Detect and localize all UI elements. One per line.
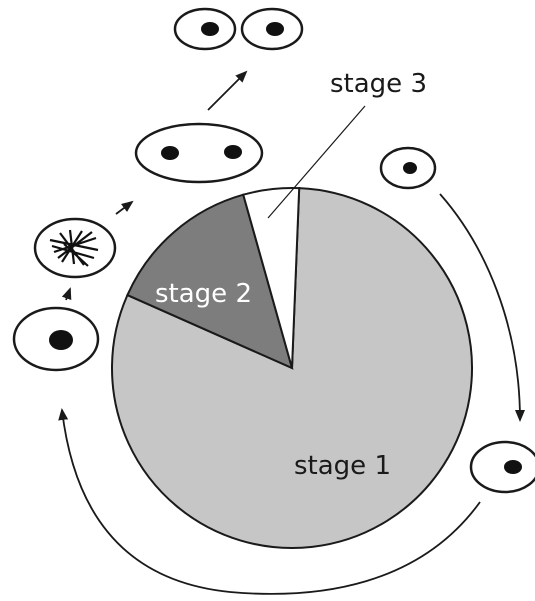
arrow-icon — [439, 193, 525, 422]
stage-3-label: stage 3 — [330, 69, 427, 99]
stage-1-label: stage 1 — [294, 451, 391, 481]
stage-2-label: stage 2 — [155, 279, 252, 309]
stage-3-leader-line — [267, 105, 366, 219]
pie-slice-stage-3 — [242, 187, 301, 369]
single-nucleus-cell-icon — [469, 440, 535, 494]
stage-pie-chart — [111, 187, 473, 549]
arrow-icon — [61, 287, 72, 301]
arrow-icon — [115, 200, 134, 215]
single-nucleus-cell-icon — [379, 146, 437, 190]
arrow-icon — [58, 408, 481, 595]
binucleate-cell-icon — [134, 122, 264, 184]
condensed-chromosome-cell-icon — [33, 217, 117, 279]
arrow-icon — [207, 70, 248, 111]
single-nucleus-cell-icon — [12, 306, 100, 372]
daughter-cell-icon — [173, 7, 237, 51]
daughter-cell-icon — [240, 7, 304, 51]
pie-slice-stage-2 — [126, 193, 294, 370]
